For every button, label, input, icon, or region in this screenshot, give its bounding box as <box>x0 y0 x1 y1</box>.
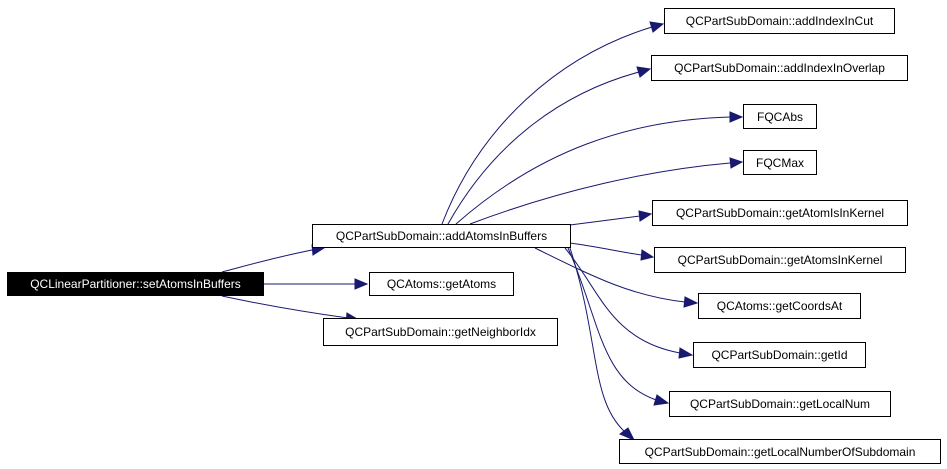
node-root[interactable]: QCLinearPartitioner::setAtomsInBuffers <box>7 272 264 296</box>
node-getId[interactable]: QCPartSubDomain::getId <box>693 342 866 368</box>
svg-text:QCPartSubDomain::getNeighborId: QCPartSubDomain::getNeighborIdx <box>345 325 536 339</box>
svg-text:QCAtoms::getAtoms: QCAtoms::getAtoms <box>387 277 496 291</box>
edge-to-addIndexInOverlap <box>447 66 652 225</box>
node-getLocalNum[interactable]: QCPartSubDomain::getLocalNum <box>669 391 891 417</box>
svg-text:QCPartSubDomain::getLocalNumbe: QCPartSubDomain::getLocalNumberOfSubdoma… <box>645 445 916 459</box>
edge-to-getAtomsInKernel <box>569 242 655 261</box>
edge-to-getLocalNumberOfSubdomain <box>569 247 636 441</box>
edge-to-getId <box>564 247 694 359</box>
svg-text:QCPartSubDomain::addIndexInOve: QCPartSubDomain::addIndexInOverlap <box>674 61 885 75</box>
node-addIndexInOverlap[interactable]: QCPartSubDomain::addIndexInOverlap <box>651 55 908 81</box>
edge-root-to-addAtomsInBuffers <box>221 244 326 273</box>
node-getLocalNumberOfSubdomain[interactable]: QCPartSubDomain::getLocalNumberOfSubdoma… <box>619 439 941 464</box>
edge-to-addIndexInCut <box>441 21 665 225</box>
node-fqcMax[interactable]: FQCMax <box>743 150 817 175</box>
node-addAtomsInBuffers[interactable]: QCPartSubDomain::addAtomsInBuffers <box>312 224 571 248</box>
edge-to-getAtomIsInKernel <box>569 210 653 226</box>
svg-text:QCPartSubDomain::getAtomsInKer: QCPartSubDomain::getAtomsInKernel <box>678 253 883 267</box>
svg-text:QCPartSubDomain::getId: QCPartSubDomain::getId <box>711 348 847 362</box>
edge-to-fqcAbs <box>455 111 744 225</box>
node-getAtomsInKernel[interactable]: QCPartSubDomain::getAtomsInKernel <box>654 247 906 273</box>
node-getAtoms[interactable]: QCAtoms::getAtoms <box>369 272 514 296</box>
node-addIndexInCut[interactable]: QCPartSubDomain::addIndexInCut <box>664 8 895 34</box>
svg-text:FQCAbs: FQCAbs <box>757 110 803 124</box>
node-fqcAbs[interactable]: FQCAbs <box>743 104 817 129</box>
svg-text:FQCMax: FQCMax <box>756 156 804 170</box>
svg-text:QCPartSubDomain::addAtomsInBuf: QCPartSubDomain::addAtomsInBuffers <box>336 229 547 243</box>
node-getAtomIsInKernel[interactable]: QCPartSubDomain::getAtomIsInKernel <box>652 200 908 226</box>
svg-text:QCAtoms::getCoordsAt: QCAtoms::getCoordsAt <box>717 299 843 313</box>
edge-to-getLocalNum <box>567 247 670 406</box>
svg-text:QCLinearPartitioner::setAtomsI: QCLinearPartitioner::setAtomsInBuffers <box>30 277 241 291</box>
svg-text:QCPartSubDomain::getAtomIsInKe: QCPartSubDomain::getAtomIsInKernel <box>676 206 884 220</box>
edge-to-getCoordsAt <box>534 247 699 308</box>
node-getNeighborIdx[interactable]: QCPartSubDomain::getNeighborIdx <box>323 318 558 346</box>
edge-to-fqcMax <box>469 157 744 225</box>
svg-text:QCPartSubDomain::getLocalNum: QCPartSubDomain::getLocalNum <box>690 397 870 411</box>
edge-root-to-getAtoms <box>264 278 369 290</box>
node-getCoordsAt[interactable]: QCAtoms::getCoordsAt <box>698 293 861 319</box>
svg-text:QCPartSubDomain::addIndexInCut: QCPartSubDomain::addIndexInCut <box>686 14 874 28</box>
